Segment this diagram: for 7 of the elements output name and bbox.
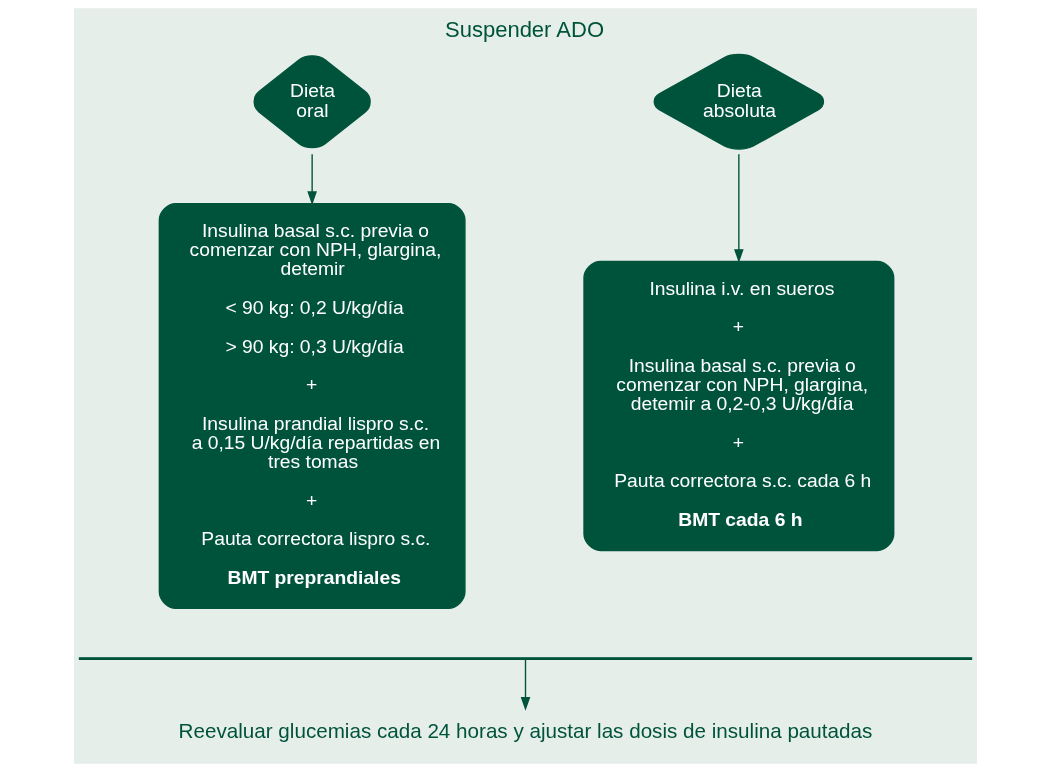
arrow xyxy=(733,153,744,263)
diagram-title: Suspender ADO xyxy=(444,16,604,42)
arrow xyxy=(306,153,317,206)
node-text: Reevaluar glucemias cada 24 horas y ajustar las dosis de insulina pautadas xyxy=(178,719,872,743)
node-box: Insulina i.v. en sueros + Insulina basal s.c. previa o comenzar con NPH, glargina, detemir a 0,2-0,3 U/kg/día + Pauta correctora s.c. cada 6 h BMT cada 6 h xyxy=(582,260,894,552)
arrow xyxy=(520,658,530,711)
node-box: Insulina basal s.c. previa o comenzar con NPH, glargina, detemir < 90 kg: 0,2 U/kg/día > 90 kg: 0,3 U/kg/día + Insulina prandial lispro s.c. a 0,15 U/kg/día repartidas en tres tomas + Pauta correctora lispro s.c. BMT preprandiales xyxy=(158,202,466,609)
